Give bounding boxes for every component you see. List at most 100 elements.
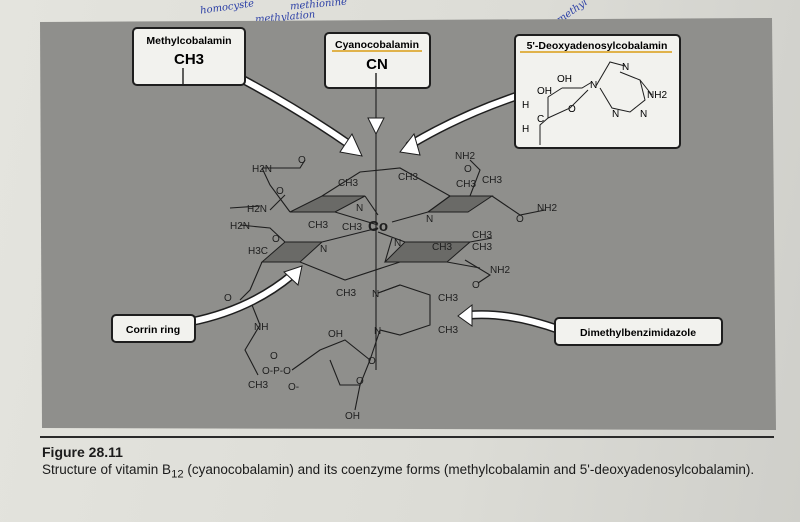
callout-arrows: [185, 73, 565, 335]
structure-bonds: [229, 88, 546, 411]
bond-line: [391, 211, 429, 223]
atom-label: N: [372, 289, 379, 300]
atom-label: O-: [288, 382, 299, 393]
figure-label: Figure 28.11: [42, 444, 123, 460]
bond-line: [354, 384, 361, 411]
atom-label: O: [276, 186, 284, 197]
cyanocobalamin-label: Cyanocobalamin: [335, 39, 419, 51]
arrow-icon: [407, 92, 523, 148]
bond-line: [334, 211, 379, 226]
atom-label: CH3: [432, 242, 452, 253]
caption-text: Structure of vitamin B: [42, 462, 172, 477]
atom-label: O: [472, 280, 480, 291]
atom-label: CH3: [398, 172, 418, 183]
methylcobalamin-callout: [132, 27, 246, 86]
atom-label: CH3: [472, 230, 492, 241]
bond-line: [469, 237, 493, 243]
atom-label: O: [272, 234, 280, 245]
adenosyl-atom-label: H: [522, 100, 529, 111]
caption-subscript: 12: [171, 468, 184, 481]
atom-label: O-P-O: [262, 366, 291, 377]
atom-label: O: [298, 155, 306, 166]
bond-line: [377, 284, 401, 294]
dimethylbenzimidazole-label: Dimethylbenzimidazole: [580, 327, 696, 339]
cyanocobalamin-callout: [324, 32, 431, 89]
adenosyl-atom-label: O: [568, 104, 576, 115]
atom-label: H2N: [252, 164, 272, 175]
atom-label: O: [224, 293, 232, 304]
atom-label: CH3: [482, 175, 502, 186]
bond-line: [239, 224, 286, 243]
atom-label: O: [356, 376, 364, 387]
arrow-icon: [467, 311, 563, 333]
adenosyl-atom-label: N: [640, 109, 647, 120]
dimethylbenzimidazole-callout: [554, 317, 723, 346]
atom-label: CH3: [336, 288, 356, 299]
bond-line: [269, 194, 286, 211]
deoxyadenosyl-callout: [514, 34, 681, 149]
bond-line: [299, 261, 401, 281]
figure-caption: Structure of vitamin B12 (cyanocobalamin…: [42, 461, 782, 484]
bond-line: [384, 237, 393, 263]
atom-label: NH2: [490, 265, 510, 276]
adenosyl-atom-label: C: [537, 114, 544, 125]
atom-label: CH3: [342, 222, 362, 233]
atom-label: NH2: [455, 151, 475, 162]
atom-label: O: [368, 356, 376, 367]
arrow-icon: [457, 303, 473, 327]
bond-line: [262, 159, 306, 169]
adenosyl-atom-label: OH: [537, 86, 552, 97]
bond-line: [491, 195, 546, 216]
methyl-group-label: CH3: [174, 51, 204, 68]
bond-line: [427, 195, 451, 213]
atom-label: H2N: [247, 204, 267, 215]
arrow-icon: [339, 132, 363, 157]
atom-label: N: [320, 244, 327, 255]
vitamin-b12-structure-diagram: MethylcobalaminCH3CyanocobalaminCN5'-Deo…: [40, 18, 776, 430]
bond-line: [369, 329, 381, 361]
adenosyl-atom-label: OH: [557, 74, 572, 85]
cobalt-atom-label: Co: [368, 218, 388, 235]
deoxyadenosylcobalamin-label: 5'-Deoxyadenosylcobalamin: [527, 40, 668, 52]
adenosyl-atom-label: N: [622, 62, 629, 73]
bond-line: [364, 195, 379, 216]
atom-label: CH3: [456, 179, 476, 190]
bond-line: [469, 159, 481, 197]
arrow-icon: [367, 117, 385, 136]
adenosyl-atom-label: NH2: [647, 90, 667, 101]
bond-line: [464, 259, 492, 284]
bond-line: [244, 299, 261, 376]
atom-label: OH: [345, 411, 360, 422]
caption-text: (cyanocobalamin) and its coenzyme forms …: [183, 462, 755, 477]
arrow-icon: [399, 132, 421, 156]
atom-label: O: [270, 351, 278, 362]
bond-line: [446, 261, 481, 269]
atom-label: CH3: [248, 380, 268, 391]
atom-label: H3C: [248, 246, 268, 257]
atom-label: H2N: [230, 221, 250, 232]
bond-line: [239, 261, 263, 301]
atom-label: O: [464, 164, 472, 175]
bond-line: [229, 205, 261, 209]
atom-label: CH3: [308, 220, 328, 231]
corrin-ring-label: Corrin ring: [126, 324, 180, 336]
atom-label: O: [516, 214, 524, 225]
atom-label: CH3: [438, 325, 458, 336]
methylcobalamin-label: Methylcobalamin: [146, 35, 231, 47]
atom-label: CH3: [472, 242, 492, 253]
cyano-group-label: CN: [366, 56, 388, 73]
atom-label: OH: [328, 329, 343, 340]
bond-line: [377, 231, 406, 243]
arrow-icon: [237, 75, 353, 148]
atom-label: NH: [254, 322, 268, 333]
atom-label: N: [426, 214, 433, 225]
arrow-icon: [187, 272, 295, 325]
adenosyl-atom-label: H: [522, 124, 529, 135]
bond-line: [321, 227, 379, 243]
atom-label: N: [394, 238, 401, 249]
caption-rule: [40, 436, 774, 438]
atom-label: CH3: [438, 293, 458, 304]
bond-line: [321, 167, 451, 197]
